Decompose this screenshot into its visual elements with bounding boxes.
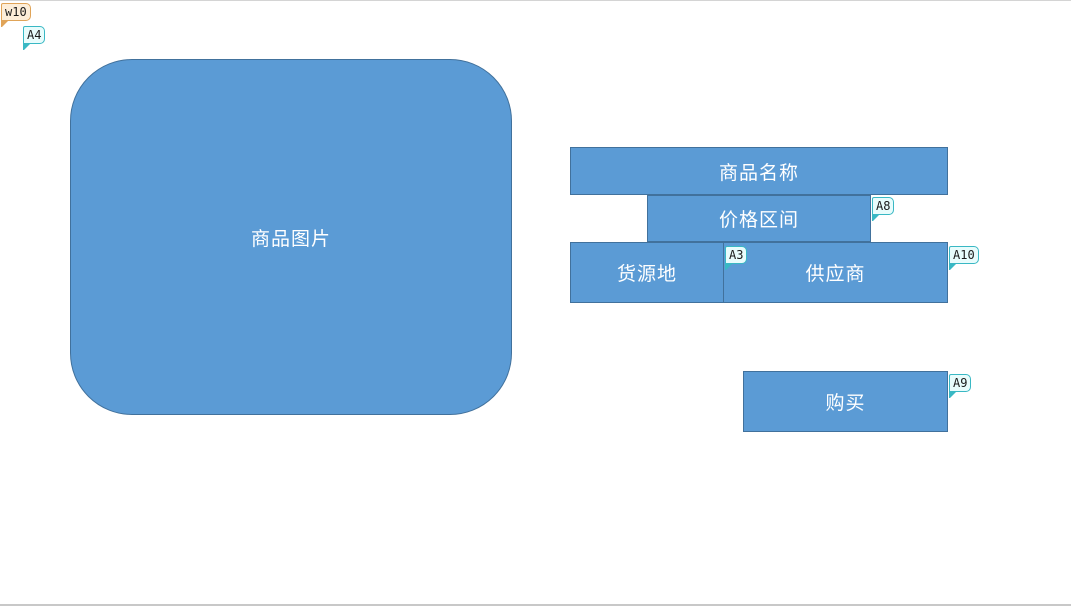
supplier-label: 供应商 bbox=[805, 263, 866, 285]
tag-a10: A10 bbox=[949, 246, 979, 270]
product-image-label: 商品图片 bbox=[250, 227, 331, 250]
buy-button-label: 购买 bbox=[825, 392, 866, 414]
tag-a4: A4 bbox=[23, 26, 46, 50]
product-name-label: 商品名称 bbox=[718, 161, 799, 184]
product-image-box[interactable]: 商品图片 bbox=[70, 59, 512, 415]
origin-label: 货源地 bbox=[616, 263, 677, 285]
price-range-label: 价格区间 bbox=[718, 209, 799, 231]
origin-box[interactable]: 货源地 bbox=[570, 242, 724, 303]
tag-a8: A8 bbox=[872, 197, 895, 221]
buy-button[interactable]: 购买 bbox=[743, 371, 948, 432]
tag-w10: w10 bbox=[1, 3, 31, 27]
price-range-box[interactable]: 价格区间 bbox=[647, 195, 871, 242]
supplier-box[interactable]: 供应商 bbox=[723, 242, 948, 303]
product-name-box[interactable]: 商品名称 bbox=[570, 147, 948, 195]
tag-a9: A9 bbox=[949, 374, 972, 398]
tag-a3: A3 bbox=[725, 246, 748, 270]
